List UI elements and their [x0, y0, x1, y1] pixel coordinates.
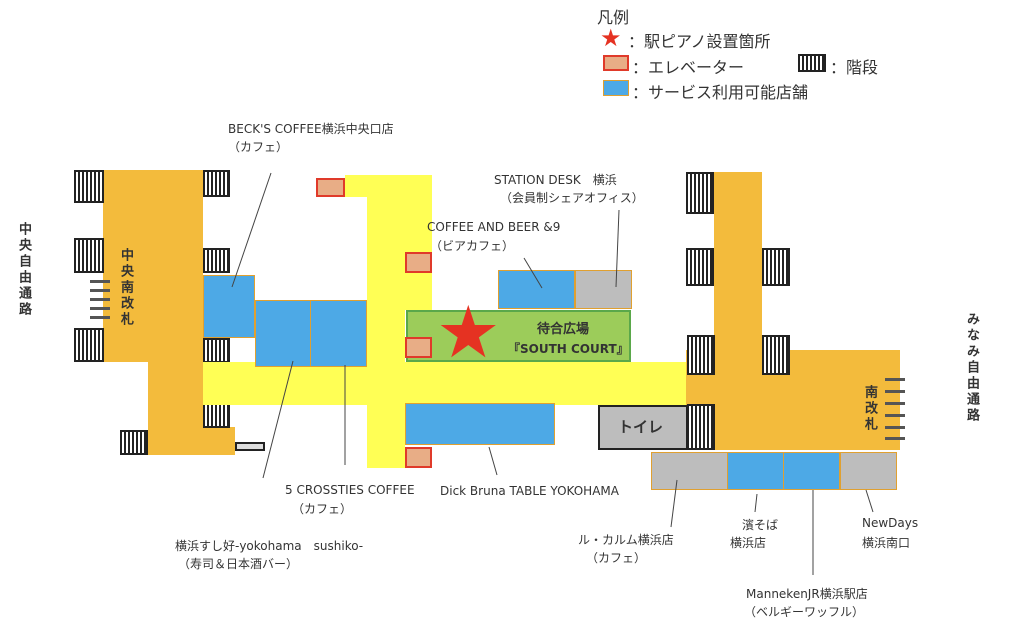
coffee-beer-type: （ビアカフェ）: [430, 239, 515, 253]
star-icon: ★: [600, 24, 622, 52]
toilet: [598, 405, 688, 450]
hama-soba-type: 横浜店: [730, 536, 767, 550]
shop-newdays[interactable]: [840, 452, 897, 490]
south-concourse: [686, 350, 900, 450]
shop-coffee-and-beer[interactable]: [498, 270, 575, 309]
elevator-icon: [405, 447, 432, 468]
station-desk-type: （会員制シェアオフィス）: [500, 191, 644, 205]
sushiko-type: （寿司＆日本酒バー）: [178, 557, 299, 571]
elevator-icon: [316, 178, 345, 197]
stairs-icon: [203, 248, 230, 273]
stairs-icon: [203, 402, 230, 428]
sushiko-name: 横浜すし好-yokohama sushiko-: [175, 539, 364, 553]
crossties-name: 5 CROSSTIES COFFEE: [285, 483, 415, 497]
station-desk-name: STATION DESK 横浜: [494, 173, 617, 187]
central-concourse: [148, 360, 203, 455]
hama-soba-name: 濱そば: [742, 518, 779, 532]
shop-dick-bruna[interactable]: [405, 403, 555, 445]
shop-le-calme[interactable]: [651, 452, 728, 490]
central-concourse: [200, 427, 235, 455]
stairs-icon: [686, 172, 714, 214]
stairs-icon: [203, 170, 230, 197]
corridor: [345, 175, 405, 197]
stairs-icon: [74, 328, 104, 362]
shop-sushiko[interactable]: [255, 300, 311, 367]
dick-bruna-name: Dick Bruna TABLE YOKOHAMA: [440, 484, 619, 498]
shop-becks-coffee[interactable]: [203, 275, 255, 338]
elevator-icon: [603, 55, 629, 71]
minami-passage-label: みなみ自由通路: [964, 312, 979, 424]
newdays-type: 横浜南口: [862, 536, 911, 550]
manneken-type: （ベルギーワッフル）: [744, 605, 865, 619]
elevator-icon: [405, 252, 432, 273]
stairs-icon: [687, 335, 715, 375]
stairs-icon: [686, 248, 714, 286]
stairs-icon: [762, 335, 790, 375]
elevator-icon: [405, 337, 432, 358]
south-court: [406, 310, 631, 362]
manneken-name: MannekenJR横浜駅店: [746, 587, 868, 601]
stairs-icon: [74, 170, 104, 203]
shop-manneken[interactable]: [783, 452, 840, 490]
legend-piano: ：駅ピアノ設置箇所: [628, 32, 771, 51]
court-sub: 『SOUTH COURT』: [508, 342, 629, 356]
stairs-icon: [687, 404, 715, 450]
stairs-icon: [762, 248, 790, 286]
legend-service: ：サービス利用可能店舗: [632, 83, 809, 102]
coffee-beer-name: COFFEE AND BEER &9: [427, 220, 561, 234]
legend-title: 凡例: [597, 8, 630, 27]
south-concourse: [714, 172, 762, 352]
central-gate-label: 中央南改札: [118, 248, 133, 328]
stairs-icon: [74, 238, 104, 273]
toilet-label: トイレ: [618, 418, 664, 436]
shop-station-desk[interactable]: [575, 270, 632, 309]
gate-box: [235, 442, 265, 451]
shop-5-crossties[interactable]: [310, 300, 367, 367]
stairs-icon: [798, 54, 826, 72]
central-concourse: [103, 170, 203, 362]
crossties-type: （カフェ）: [292, 502, 353, 516]
legend-elevator: ：エレベーター: [632, 58, 745, 77]
becks-name: BECK'S COFFEE横浜中央口店: [228, 122, 394, 136]
le-calme-name: ル・カルム横浜店: [578, 533, 674, 547]
central-passage-label: 中央自由通路: [16, 222, 31, 318]
newdays-name: NewDays: [862, 516, 919, 530]
south-gate-label: 南改札: [862, 385, 877, 433]
service-icon: [603, 80, 629, 96]
court-name: 待合広場: [537, 322, 590, 337]
shop-hama-soba[interactable]: [727, 452, 784, 490]
stairs-icon: [120, 430, 148, 455]
becks-type: （カフェ）: [228, 140, 289, 154]
legend-stairs: ：階段: [830, 58, 879, 77]
piano-star-icon: ★: [436, 290, 501, 374]
corridor: [405, 175, 432, 310]
corridor: [367, 175, 405, 468]
le-calme-type: （カフェ）: [586, 551, 647, 565]
